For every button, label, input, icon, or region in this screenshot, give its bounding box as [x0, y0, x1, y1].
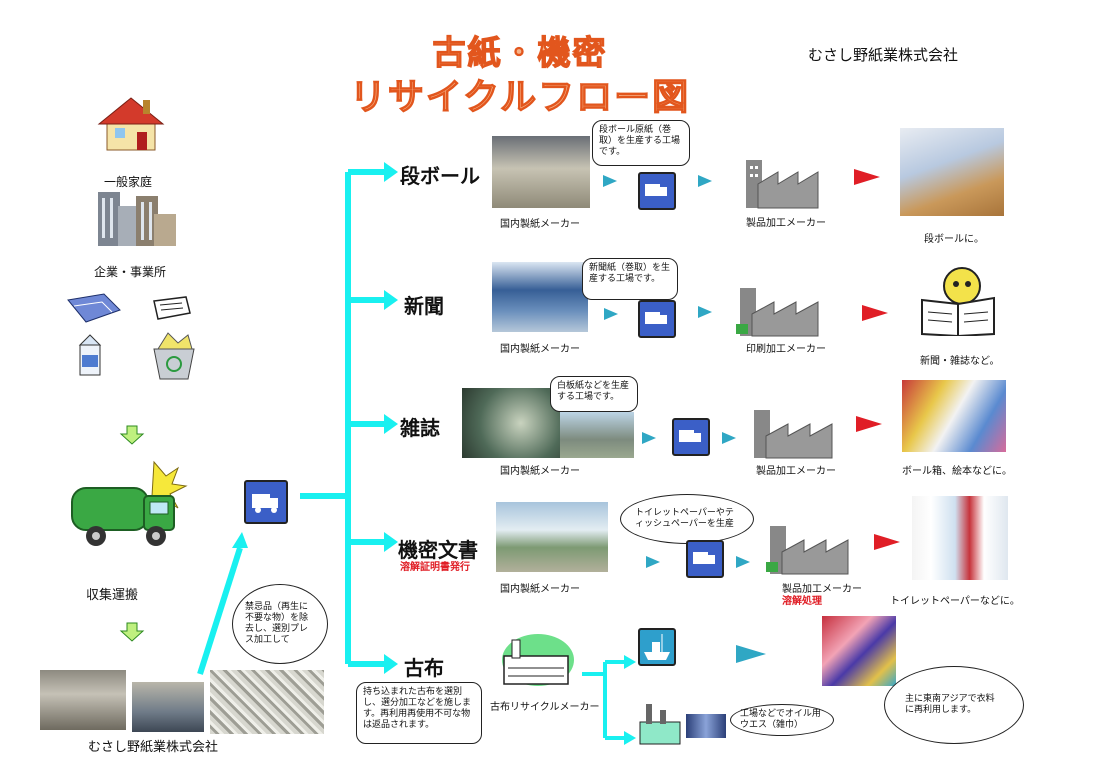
cardboard-mill-label: 国内製紙メーカー: [500, 219, 580, 230]
milk-carton-icon: [78, 334, 102, 376]
page-title-line1: 古紙・機密: [432, 32, 608, 72]
recycle-bin-icon: [153, 332, 195, 380]
used-clothes-photo: [822, 616, 896, 686]
business-label: 企業・事業所: [94, 265, 167, 279]
magazine-product-label: ボール箱、絵本などに。: [902, 466, 1012, 477]
category-confidential-sub: 溶解証明書発行: [400, 562, 470, 573]
category-magazine: 雑誌: [400, 416, 440, 440]
cloth-recycler-icon: [502, 634, 574, 686]
arrow-1b: [698, 175, 712, 187]
newspaper-reader-icon: [921, 267, 995, 336]
hub-truck-icon: [244, 480, 288, 524]
category-confidential: 機密文書: [398, 538, 478, 562]
collection-label: 収集運搬: [86, 588, 139, 603]
arrow-3a: [642, 432, 656, 444]
newspaper-icon: [153, 296, 191, 320]
rag-cloth-photo: [686, 714, 726, 738]
baler-photo: [132, 682, 204, 732]
confidential-mill-photo: [496, 502, 608, 572]
arrow-1c: [854, 169, 880, 185]
confidential-mill-label: 国内製紙メーカー: [500, 584, 580, 595]
confidential-mill-note: トイレットペーパーやティッシュペーパーを生産: [635, 508, 734, 529]
newspaper-product-label: 新聞・雑誌など。: [920, 356, 1000, 367]
house-icon: [97, 97, 165, 151]
cardboard-mill-note: 段ボール原紙（巻取）を生産する工場です。: [592, 120, 690, 166]
arrow-4a: [646, 556, 660, 568]
waste-note-bubble: 工場などでオイル用ウエス（雑巾）: [730, 704, 834, 736]
arrow-3b: [722, 432, 736, 444]
waste-paper-icon: [67, 293, 121, 323]
ship-icon: [638, 628, 676, 666]
magazine-mill-photo-1: [462, 388, 560, 458]
confidential-mill-note-bubble: トイレットペーパーやティッシュペーパーを生産: [620, 494, 754, 544]
category-cloth: 古布: [404, 656, 444, 680]
page-title-line2: リサイクルフロー図: [349, 76, 691, 118]
cloth-recycler-label: 古布リサイクルメーカー: [490, 702, 600, 713]
newspaper-factory-label: 印刷加工メーカー: [746, 344, 826, 355]
cloth-recycler-note: 持ち込まれた古布を選別し、選分加工などを施します。再利用再使用不可な物は返品され…: [356, 682, 482, 744]
export-note-text: 主に東南アジアで衣料に再利用します。: [905, 694, 995, 715]
magazine-mill-photo-2: [560, 412, 634, 458]
category-newspaper: 新聞: [404, 294, 444, 318]
cardboard-mill-photo: [492, 136, 590, 208]
magazine-mill-note: 白板紙などを生産する工場です。: [550, 376, 638, 412]
toilet-paper-photo: [912, 496, 1008, 580]
household-label: 一般家庭: [104, 175, 153, 189]
paper-bale-photo: [210, 670, 324, 734]
newspaper-mill-photo: [492, 262, 588, 332]
arrow-2c: [862, 305, 888, 321]
warehouse-photo: [40, 670, 126, 730]
truck-icon-2: [638, 300, 676, 338]
magazine-product-photo: [902, 380, 1006, 452]
magazine-factory-label: 製品加工メーカー: [756, 466, 836, 477]
export-note-bubble: 主に東南アジアで衣料に再利用します。: [884, 666, 1024, 744]
factory-icon-2: [736, 288, 819, 337]
arrow-4b: [736, 556, 750, 568]
newspaper-mill-label: 国内製紙メーカー: [500, 344, 580, 355]
confidential-factory-sub: 溶解処理: [782, 596, 822, 607]
arrow-1a: [603, 175, 617, 187]
newspaper-mill-note: 新聞紙（巻取）を生産する工場です。: [582, 258, 678, 300]
toilet-paper-label: トイレットペーパーなどに。: [890, 596, 1020, 607]
sorting-note-bubble: 禁忌品（再生に不要な物）を除去し、選別プレス加工して: [232, 584, 328, 664]
truck-icon-3: [672, 418, 710, 456]
small-factory-icon: [639, 704, 681, 745]
confidential-factory-label: 製品加工メーカー: [782, 584, 862, 595]
cardboard-product-photo: [900, 128, 1004, 216]
arrow-4c: [874, 534, 900, 550]
arrow-5a: [736, 645, 766, 663]
truck-icon-4: [686, 540, 724, 578]
truck-icon-1: [638, 172, 676, 210]
cardboard-product-label: 段ボールに。: [924, 234, 984, 245]
arrow-2b: [698, 306, 712, 318]
factory-icon-4: [766, 526, 849, 575]
arrow-3c: [856, 416, 882, 432]
company-name-top: むさし野紙業株式会社: [808, 46, 959, 64]
company-name-bottom: むさし野紙業株式会社: [88, 740, 219, 755]
category-cardboard: 段ボール: [400, 164, 480, 188]
sorting-note-text: 禁忌品（再生に不要な物）を除去し、選別プレス加工して: [245, 602, 309, 645]
magazine-mill-label: 国内製紙メーカー: [500, 466, 580, 477]
arrow-2a: [604, 308, 618, 320]
office-buildings-icon: [98, 192, 176, 246]
waste-note-text: 工場などでオイル用ウエス（雑巾）: [740, 709, 821, 730]
collection-truck-icon: [71, 460, 188, 546]
factory-icon-1: [746, 160, 819, 209]
cardboard-factory-label: 製品加工メーカー: [746, 218, 826, 229]
factory-icon-3: [754, 410, 833, 459]
